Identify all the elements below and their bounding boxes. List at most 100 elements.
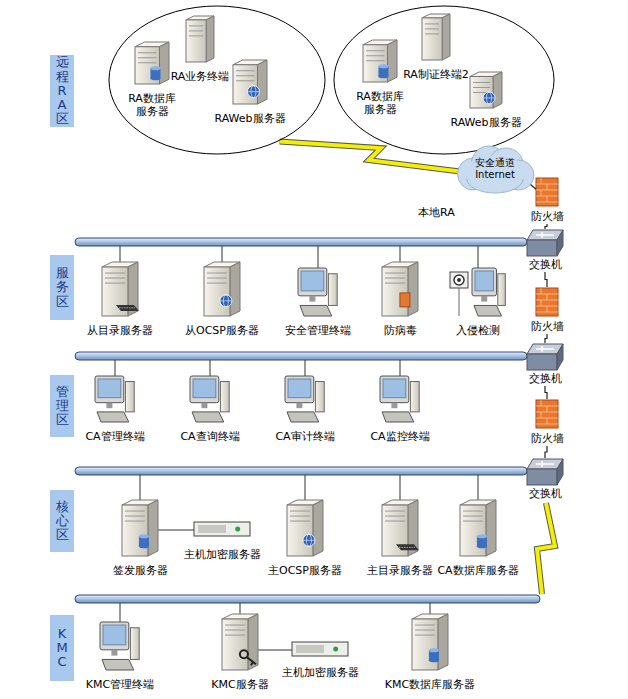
node-label: 核心区	[56, 500, 69, 543]
node-label: 服务区	[56, 266, 69, 309]
server-device: RAWeb服务器	[448, 72, 523, 129]
bus-wire	[400, 360, 401, 376]
node-label: RA数据库 服务器	[121, 92, 183, 118]
bus-wire	[305, 475, 306, 500]
server-device-icon	[412, 614, 448, 670]
node-label: 交换机	[525, 487, 565, 500]
internet-cloud: 安全通道Internet	[466, 150, 524, 188]
lightning-link-outline	[280, 141, 470, 172]
server-device-icon	[422, 14, 450, 60]
hsm-device-icon	[194, 522, 250, 536]
node-label: 管理区	[56, 385, 69, 428]
zone-label: 管理区	[50, 375, 74, 437]
network-link	[545, 386, 547, 399]
switch-device: 交换机	[525, 344, 565, 385]
firewall-device: 防火墙	[529, 288, 566, 333]
server-device-icon	[382, 262, 418, 316]
bus-wire	[140, 475, 141, 500]
hsm-device: 主机加密服务器	[280, 636, 361, 679]
network-link	[545, 224, 547, 229]
node-label: 防火墙	[529, 432, 566, 445]
server-device-icon	[135, 42, 169, 84]
node-label: 防火墙	[529, 320, 566, 333]
connector-group	[545, 446, 547, 458]
server-device: RA数据库 服务器	[347, 40, 413, 116]
server-device: 从OCSP服务器	[183, 262, 261, 337]
bus-wire	[400, 475, 401, 500]
server-device: RA业务终端	[169, 16, 232, 83]
node-label: CA监控终端	[368, 430, 431, 443]
terminal-device: CA管理终端	[83, 376, 146, 443]
bus-wire	[478, 475, 479, 500]
bus-wire	[305, 360, 306, 376]
server-device: 主目录服务器	[365, 500, 435, 577]
network-link	[545, 334, 547, 343]
server-device-icon	[186, 16, 214, 62]
bus-wire	[120, 603, 121, 622]
node-label: 防火墙	[529, 210, 566, 223]
connector-group	[545, 386, 547, 399]
zone-group-ellipse: RA数据库 服务器RA制证终端2RAWeb服务器	[333, 5, 555, 155]
terminal-device-icon	[380, 376, 419, 422]
server-device-icon	[233, 60, 267, 104]
ids-device-icon	[450, 268, 505, 316]
terminal-device-icon	[100, 622, 139, 670]
server-device: KMC数据库服务器	[383, 614, 477, 691]
firewall-device-icon	[536, 400, 558, 428]
server-device-icon	[122, 500, 158, 556]
ellipse-outline	[109, 6, 325, 154]
network-bus	[75, 595, 540, 603]
bus-wire	[210, 360, 211, 376]
bus-wire	[222, 246, 223, 262]
switch-device: 交换机	[525, 459, 565, 500]
ids-device: 入侵检测	[448, 268, 508, 337]
node-label: KMC	[56, 627, 69, 670]
terminal-device: CA审计终端	[273, 376, 336, 443]
node-label: 交换机	[525, 258, 565, 271]
server-device: RA制证终端2	[401, 14, 471, 81]
connector-group	[280, 141, 470, 172]
node-label: 主机加密服务器	[280, 666, 361, 679]
terminal-device-icon	[190, 376, 229, 422]
node-label: 签发服务器	[111, 564, 170, 577]
bus-wire	[400, 246, 401, 262]
node-label: KMC管理终端	[84, 678, 156, 691]
node-label: RA制证终端2	[401, 68, 471, 81]
node-label: CA查询终端	[178, 430, 241, 443]
node-label: CA审计终端	[273, 430, 336, 443]
server-device: CA数据库服务器	[435, 500, 520, 577]
connector-group	[545, 334, 547, 343]
server-device-icon	[204, 262, 240, 316]
hsm-device-icon	[292, 642, 348, 656]
ellipse-outline	[334, 6, 554, 154]
bus-wire	[120, 246, 121, 262]
zone-label: 远程RA区	[50, 55, 74, 127]
switch-device: 交换机	[525, 230, 565, 271]
node-label: CA数据库服务器	[435, 564, 520, 577]
node-label: 主目录服务器	[365, 564, 435, 577]
area-label: 本地RA	[418, 206, 455, 219]
server-device-icon	[470, 72, 502, 108]
network-bus	[75, 467, 527, 475]
server-device: 从目录服务器	[85, 262, 155, 337]
zone-label: 核心区	[50, 490, 74, 552]
hsm-device: 主机加密服务器	[182, 516, 263, 561]
node-label: 从OCSP服务器	[183, 324, 261, 337]
network-link	[545, 446, 547, 458]
server-device: 防病毒	[380, 262, 420, 337]
firewall-device-icon	[536, 288, 558, 316]
server-device-icon	[382, 500, 419, 556]
server-device-icon	[287, 500, 323, 556]
firewall-device: 防火墙	[529, 400, 566, 445]
server-device-icon	[222, 614, 258, 670]
terminal-device-icon	[95, 376, 134, 422]
node-label: 主OCSP服务器	[266, 564, 344, 577]
server-device-icon	[460, 500, 496, 556]
switch-device-icon	[527, 459, 563, 485]
switch-device-icon	[527, 230, 563, 256]
cloud-shape	[464, 156, 526, 188]
firewall-device: 防火墙	[529, 178, 566, 223]
zone-label: 服务区	[50, 255, 74, 320]
